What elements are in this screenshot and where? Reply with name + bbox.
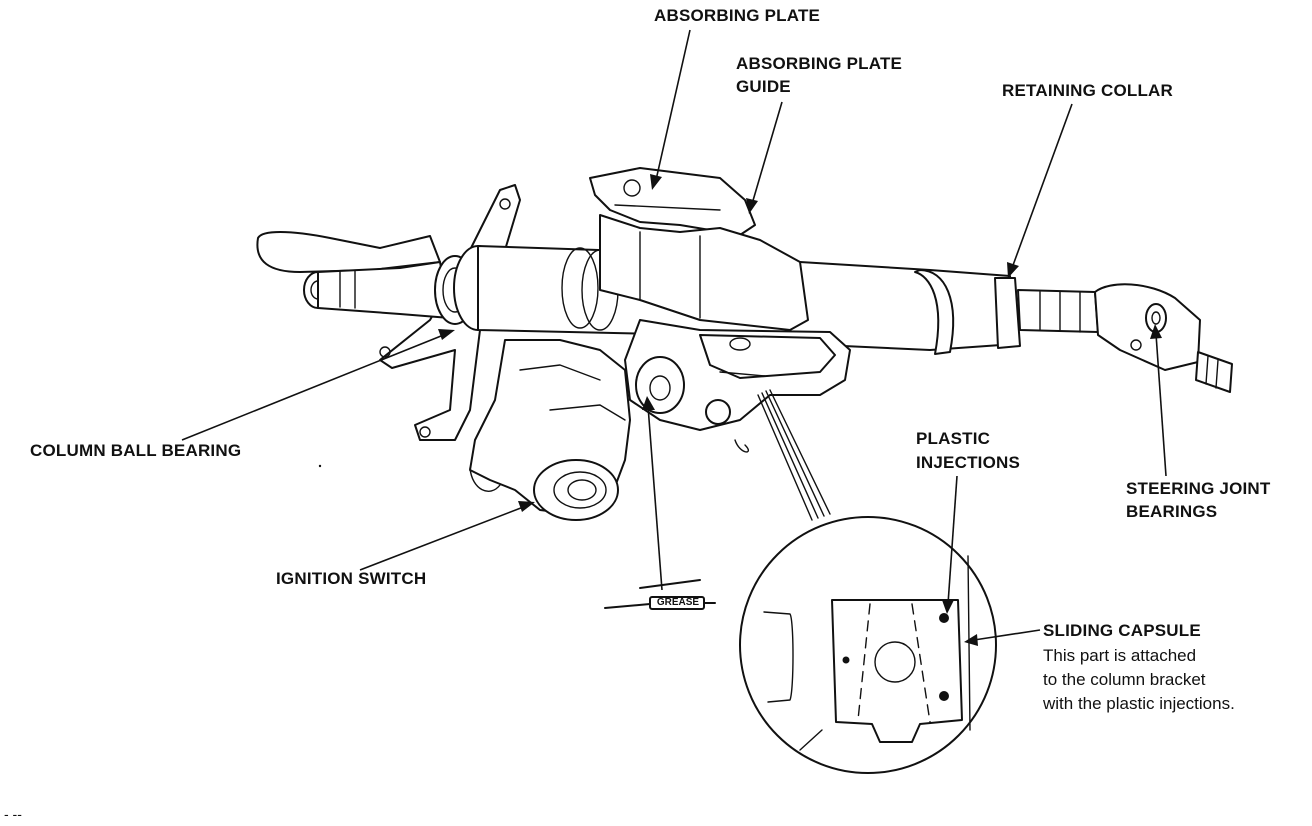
grease-dispenser: [604, 579, 716, 610]
label-sliding-capsule: SLIDING CAPSULE: [1043, 621, 1201, 640]
label-steering-joint-bearings-line1: STEERING JOINT: [1126, 479, 1271, 498]
grease-tag: GREASE: [656, 597, 700, 608]
label-column-ball-bearing: COLUMN BALL BEARING: [30, 441, 242, 460]
detail-callout-lines: [757, 389, 831, 521]
label-steering-joint-bearings-line2: BEARINGS: [1126, 502, 1218, 521]
absorbing-plate-assembly: [589, 167, 809, 331]
label-retaining-collar: RETAINING COLLAR: [1002, 81, 1173, 100]
footer-mark: - --: [4, 806, 22, 822]
label-plastic-injections-line1: PLASTIC: [916, 429, 991, 448]
label-ignition-switch: IGNITION SWITCH: [276, 569, 427, 588]
steering-joint: [1094, 283, 1233, 393]
speck: [318, 464, 322, 468]
label-absorbing-plate: ABSORBING PLATE: [654, 6, 821, 25]
ignition-switch-housing: [469, 339, 631, 521]
detail-circle: [739, 516, 997, 774]
label-plastic-injections-line2: INJECTIONS: [916, 453, 1021, 472]
leader-lines: [181, 29, 1167, 646]
lower-shaft: [1017, 289, 1099, 333]
sliding-capsule-note-line3: with the plastic injections.: [1043, 694, 1235, 713]
tilt-lever: [256, 231, 441, 273]
label-absorbing-plate-guide-line1: ABSORBING PLATE: [736, 54, 903, 73]
sliding-capsule-note-line1: This part is attached: [1043, 646, 1197, 665]
sliding-capsule-note-line2: to the column bracket: [1043, 670, 1206, 689]
label-absorbing-plate-guide-line2: GUIDE: [736, 77, 791, 96]
lower-bracket: [624, 319, 851, 453]
